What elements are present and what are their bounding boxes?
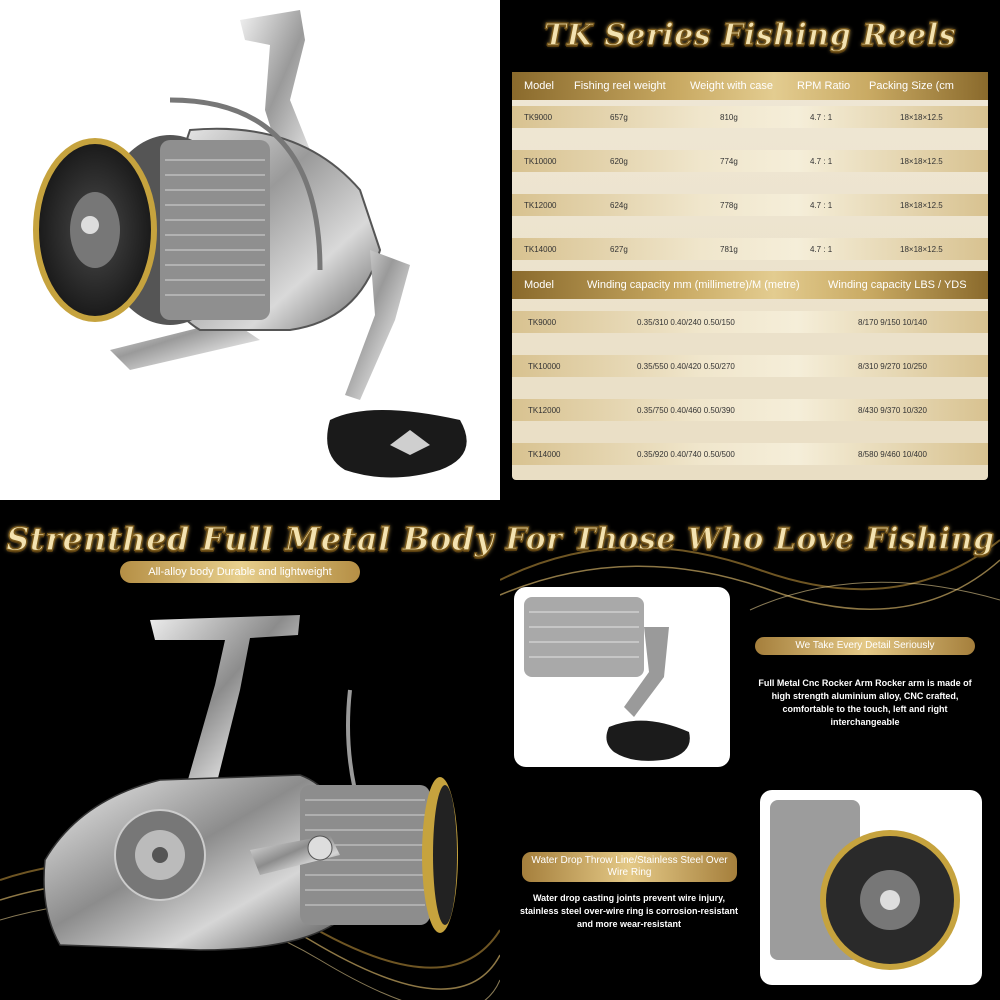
love-fishing-title: For Those Who Love Fishing: [505, 521, 995, 557]
capacity-cell-lbs: 8/430 9/370 10/320: [858, 405, 927, 415]
spool-illustration: [770, 800, 960, 970]
spec-row: TK10000 620g 774g 4.7 : 1 18×18×12.5: [512, 150, 988, 172]
spool-photo-card: [760, 790, 982, 985]
love-fishing-panel: For Those Who Love Fishing We Take Every…: [500, 500, 1000, 1000]
water-drop-description: Water drop casting joints prevent wire i…: [519, 893, 739, 929]
spec-cell-reel-weight: 624g: [610, 200, 628, 210]
spec-cell-case-weight: 781g: [720, 244, 738, 254]
spec-cell-reel-weight: 620g: [610, 156, 628, 166]
spec-cell-rpm: 4.7 : 1: [810, 244, 833, 254]
spec-cell-rpm: 4.7 : 1: [810, 156, 833, 166]
capacity-header-lbs: Winding capacity LBS / YDS: [828, 279, 967, 291]
metal-body-subtitle: All-alloy body Durable and lightweight: [120, 561, 360, 583]
spec-cell-packing: 18×18×12.5: [900, 200, 943, 210]
capacity-row: TK14000 0.35/920 0.40/740 0.50/500 8/580…: [512, 443, 988, 465]
capacity-cell-mm: 0.35/920 0.40/740 0.50/500: [637, 449, 735, 459]
feature-detail-tag: We Take Every Detail Seriously: [755, 637, 975, 655]
spec-table-title: TK Series Fishing Reels: [543, 17, 957, 53]
capacity-row: TK10000 0.35/550 0.40/420 0.50/270 8/310…: [512, 355, 988, 377]
spec-header-model: Model: [524, 80, 554, 92]
capacity-cell-lbs: 8/310 9/270 10/250: [858, 361, 927, 371]
rocker-arm-illustration: [524, 597, 690, 761]
capacity-cell-mm: 0.35/750 0.40/460 0.50/390: [637, 405, 735, 415]
spec-cell-case-weight: 774g: [720, 156, 738, 166]
capacity-cell-model: TK9000: [528, 317, 557, 327]
rocker-arm-photo-card: [514, 587, 730, 767]
spec-cell-model: TK12000: [524, 200, 557, 210]
capacity-row: TK9000 0.35/310 0.40/240 0.50/150 8/170 …: [512, 311, 988, 333]
spec-cell-model: TK9000: [524, 112, 553, 122]
feature-detail-description: Full Metal Cnc Rocker Arm Rocker arm is …: [758, 678, 972, 727]
capacity-cell-lbs: 8/170 9/150 10/140: [858, 317, 927, 327]
fishing-reel-illustration: [33, 10, 467, 478]
spec-cell-model: TK10000: [524, 156, 557, 166]
spec-cell-packing: 18×18×12.5: [900, 112, 943, 122]
spec-cell-reel-weight: 657g: [610, 112, 628, 122]
capacity-table-header: Model Winding capacity mm (millimetre)/M…: [512, 271, 988, 299]
spec-row: TK9000 657g 810g 4.7 : 1 18×18×12.5: [512, 106, 988, 128]
spec-cell-rpm: 4.7 : 1: [810, 200, 833, 210]
spec-cell-case-weight: 810g: [720, 112, 738, 122]
spec-cell-case-weight: 778g: [720, 200, 738, 210]
capacity-cell-mm: 0.35/310 0.40/240 0.50/150: [637, 317, 735, 327]
spec-cell-model: TK14000: [524, 244, 557, 254]
metal-body-title: Strenthed Full Metal Body: [6, 519, 494, 558]
spec-header-reel-weight: Fishing reel weight: [574, 80, 666, 92]
capacity-cell-lbs: 8/580 9/460 10/400: [858, 449, 927, 459]
gold-wave-decoration: [500, 539, 1000, 611]
spec-cell-reel-weight: 627g: [610, 244, 628, 254]
product-photo-panel: [0, 0, 500, 500]
capacity-cell-model: TK10000: [528, 361, 561, 371]
spec-header-packing: Packing Size (cm: [869, 80, 954, 92]
spec-row: TK12000 624g 778g 4.7 : 1 18×18×12.5: [512, 194, 988, 216]
spec-table-panel: TK Series Fishing Reels Model Fishing re…: [500, 0, 1000, 500]
capacity-row: TK12000 0.35/750 0.40/460 0.50/390 8/430…: [512, 399, 988, 421]
spec-header-rpm: RPM Ratio: [797, 80, 851, 92]
metal-body-panel: Strenthed Full Metal Body All-alloy body…: [0, 500, 500, 1000]
spec-table-header: Model Fishing reel weight Weight with ca…: [512, 72, 988, 100]
spec-header-case-weight: Weight with case: [690, 80, 773, 92]
spec-row: TK14000 627g 781g 4.7 : 1 18×18×12.5: [512, 238, 988, 260]
spec-cell-rpm: 4.7 : 1: [810, 112, 833, 122]
water-drop-tag: Water Drop Throw Line/Stainless Steel Ov…: [522, 852, 737, 882]
spec-cell-packing: 18×18×12.5: [900, 244, 943, 254]
capacity-cell-model: TK12000: [528, 405, 561, 415]
spec-cell-packing: 18×18×12.5: [900, 156, 943, 166]
reel-side-view-illustration: [43, 615, 458, 951]
capacity-cell-mm: 0.35/550 0.40/420 0.50/270: [637, 361, 735, 371]
capacity-header-mm: Winding capacity mm (millimetre)/M (metr…: [587, 279, 800, 291]
capacity-header-model: Model: [524, 279, 554, 291]
capacity-cell-model: TK14000: [528, 449, 561, 459]
